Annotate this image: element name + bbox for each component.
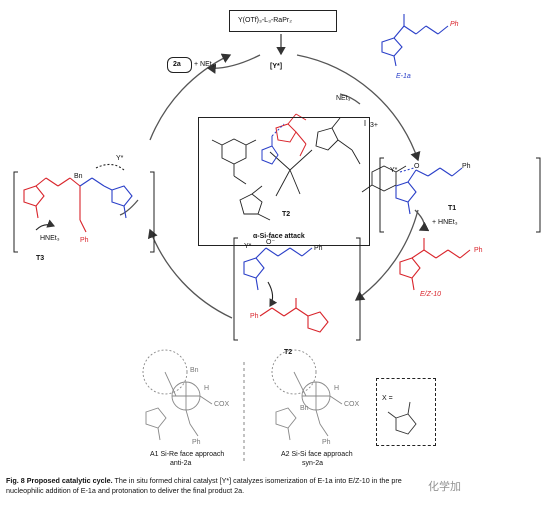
catalyst-label: Y(OTf)₃-L₃-RaPr₂ — [238, 17, 292, 24]
t1-bracket — [379, 157, 541, 233]
caption-bold: Fig. 8 Proposed catalytic cycle. — [6, 476, 113, 485]
a1-line2: anti-2a — [170, 460, 192, 467]
t2-bottom-structure — [243, 247, 329, 333]
t3-label: T3 — [36, 255, 45, 262]
hnet3-right: + HNEt₃ — [432, 219, 458, 226]
t1-label: T1 — [448, 205, 457, 212]
central-t2-box — [198, 117, 370, 246]
t3-bracket — [13, 171, 155, 253]
product-2a-label: 2a — [173, 61, 181, 68]
x-imidazole — [387, 401, 417, 435]
a2-line2: syn-2a — [302, 460, 324, 467]
y-t2-bottom: Y* — [244, 243, 252, 250]
figure-caption: Fig. 8 Proposed catalytic cycle. The in … — [6, 476, 551, 496]
y-t3: Y* — [116, 155, 124, 162]
bn-t3: Bn — [74, 173, 83, 180]
x-definition-box — [376, 378, 436, 446]
ph-e1a: Ph — [450, 21, 459, 28]
o-t1: O — [414, 163, 420, 170]
a1-line1: A1 Si-Re face approach — [150, 451, 225, 458]
substrate-e1a — [381, 14, 449, 67]
t2-center-charge: 3+ — [370, 122, 378, 129]
ph-a1: Ph — [192, 439, 201, 446]
ph-a2: Ph — [322, 439, 331, 446]
substrate-label: E-1a — [396, 73, 411, 80]
cox-a1: COX — [214, 401, 230, 408]
h-a2: H — [334, 385, 340, 392]
a1-projection — [142, 349, 213, 441]
bn-a2: Bn — [300, 405, 309, 412]
ph-t1: Ph — [462, 163, 471, 170]
watermark: 化学加 — [428, 481, 461, 493]
t3-structure — [23, 163, 133, 233]
a2-projection — [271, 349, 343, 441]
t1-structure — [395, 167, 463, 215]
net3-right-label: NEt₃ — [336, 95, 351, 102]
a2-line1: A2 Si-Si face approach — [281, 451, 353, 458]
face-attack-label: α-Si-face attack — [253, 233, 305, 240]
central-complex-sketch — [211, 117, 407, 221]
t2-bottom-label: T2 — [284, 349, 293, 356]
catalyst-box — [229, 10, 337, 32]
cycle-arrows — [119, 53, 430, 319]
product-2a-box — [167, 57, 192, 73]
y-t1: Y* — [390, 167, 398, 174]
t2-center-label: T2 — [282, 211, 291, 218]
bn-a1: Bn — [190, 367, 199, 374]
ph-ez10: Ph — [474, 247, 483, 254]
h-a1: H — [204, 385, 210, 392]
net3-top-label: + NEt₃ — [194, 61, 215, 68]
t2-bottom-bracket — [233, 237, 361, 341]
o-t2-bottom: O⁻ — [266, 239, 276, 246]
ph-t2-bottom-red: Ph — [250, 313, 259, 320]
caption-text-1: The in situ formed chiral catalyst [Y*] … — [112, 476, 402, 485]
ez10-structure — [399, 238, 471, 291]
x-equals: X = — [382, 395, 393, 402]
y-star-label: [Y*] — [270, 63, 283, 70]
caption-text-2: nucleophilic addition of E-1a and proton… — [6, 486, 245, 495]
ph-t3: Ph — [80, 237, 89, 244]
ph-t2-bottom-top: Ph — [314, 245, 323, 252]
ez10-label: E/Z-10 — [420, 291, 442, 298]
hnet3-left: HNEt₃ — [40, 235, 60, 242]
cox-a2: COX — [344, 401, 360, 408]
